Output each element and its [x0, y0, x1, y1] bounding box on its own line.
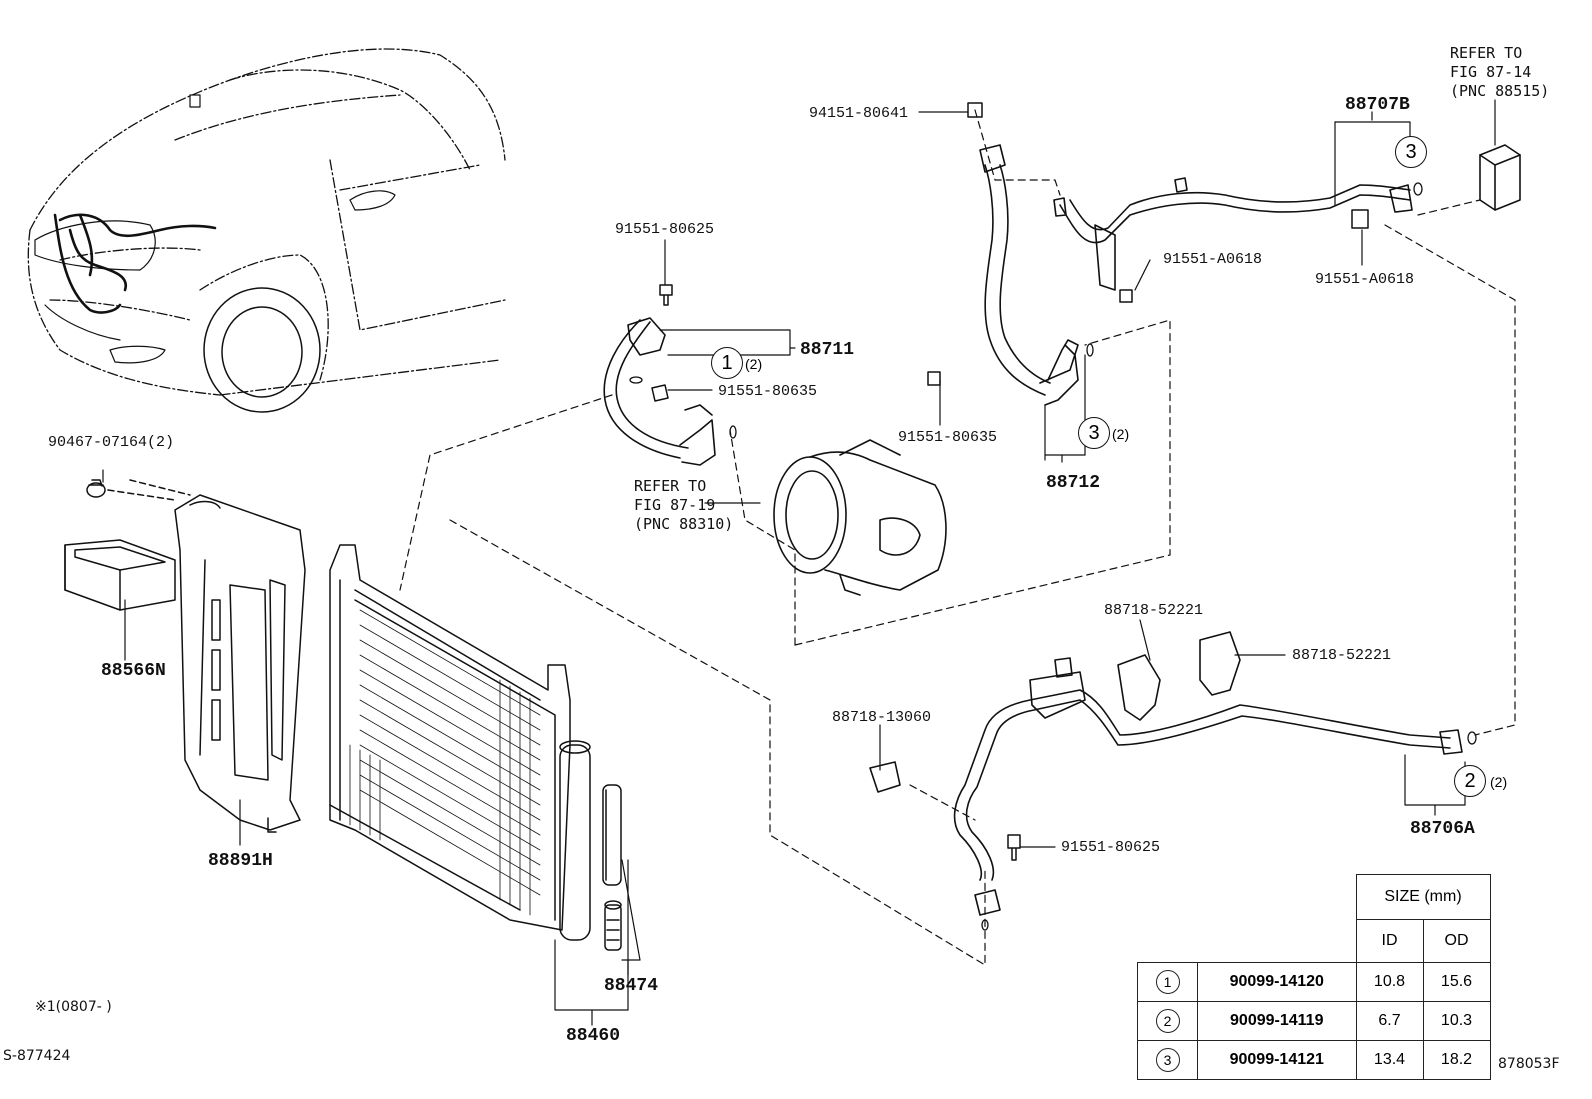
label-88891H: 88891H — [208, 851, 273, 871]
part-cell: 90099-14120 — [1197, 962, 1357, 1002]
label-88707B: 88707B — [1345, 95, 1410, 115]
sheet-id: S-877424 — [3, 1048, 71, 1064]
od-cell: 10.3 — [1422, 1001, 1491, 1041]
refer-line: REFER TO — [634, 477, 707, 495]
refer-line: (PNC 88515) — [1450, 82, 1550, 100]
label-88712: 88712 — [1046, 473, 1101, 493]
radiator-shroud-88891H — [174, 494, 306, 833]
ring-number: 1 — [1155, 970, 1180, 994]
table-row: 1 90099-14120 10.8 15.6 — [1137, 962, 1491, 1002]
filter-88474 — [602, 784, 622, 951]
pipe-88706A — [869, 631, 1463, 916]
callout-ring-3: 3 — [1078, 417, 1110, 449]
o-rings — [629, 182, 1477, 931]
label-88706A: 88706A — [1410, 819, 1475, 839]
label-91551-80625-top: 91551-80625 — [615, 221, 715, 238]
vehicle-outline — [27, 48, 506, 396]
table-row: 3 90099-14121 13.4 18.2 — [1137, 1040, 1491, 1080]
label-91551-80635-left: 91551-80635 — [718, 383, 818, 400]
refer-line: FIG 87-19 — [634, 496, 716, 514]
ring-cell: 2 — [1137, 1001, 1198, 1041]
table-blank — [1197, 919, 1356, 963]
refer-line: FIG 87-14 — [1450, 63, 1532, 81]
ring-number: 2 — [1155, 1009, 1180, 1033]
ring-cell: 3 — [1137, 1040, 1198, 1080]
o-ring-size-table: SIZE (mm) ID OD 1 90099-14120 10.8 15.6 … — [1137, 874, 1491, 1080]
callout-ring-2: 2 — [1454, 765, 1486, 797]
condenser-core-mesh — [339, 609, 541, 916]
label-91551-80625-bottom: 91551-80625 — [1061, 839, 1161, 856]
expansion-valve — [1479, 144, 1521, 211]
label-91551-A0618-a: 91551-A0618 — [1163, 251, 1263, 268]
col-od: OD — [1422, 919, 1491, 963]
callout-ring-1-qty: (2) — [745, 356, 763, 372]
label-88711: 88711 — [800, 340, 855, 360]
id-cell: 10.8 — [1355, 962, 1424, 1002]
refer-line: REFER TO — [1450, 44, 1523, 62]
compressor — [773, 439, 947, 596]
refer-fig-87-14: REFER TO FIG 87-14 (PNC 88515) — [1450, 44, 1549, 101]
dashed-relations — [399, 109, 1516, 966]
label-91551-A0618-b: 91551-A0618 — [1315, 271, 1415, 288]
table-row: 2 90099-14119 6.7 10.3 — [1137, 1001, 1491, 1041]
hose-88711 — [603, 317, 716, 466]
id-cell: 6.7 — [1355, 1001, 1424, 1041]
bolts — [651, 102, 1369, 861]
figure-id: 878053F — [1498, 1056, 1560, 1072]
ring-number: 3 — [1155, 1048, 1180, 1072]
callout-ring-1: 1 — [711, 347, 743, 379]
part-cell: 90099-14121 — [1197, 1040, 1357, 1080]
refer-fig-87-19: REFER TO FIG 87-19 (PNC 88310) — [634, 477, 733, 534]
receiver-tank — [559, 740, 591, 941]
callout-ring-2-qty: (2) — [1490, 774, 1508, 790]
size-header: SIZE (mm) — [1355, 874, 1491, 920]
air-duct-88566N — [64, 539, 176, 611]
label-88718-52221-a: 88718-52221 — [1104, 602, 1204, 619]
callout-ring-3-qty: (2) — [1112, 426, 1130, 442]
hose-88712 — [979, 144, 1079, 406]
label-88474: 88474 — [604, 976, 659, 996]
label-90467-07164: 90467-07164(2) — [48, 434, 175, 451]
label-88566N: 88566N — [101, 661, 166, 681]
label-88460: 88460 — [566, 1026, 621, 1046]
pipe-88707B — [1053, 177, 1413, 291]
date-note: ※1(0807- ) — [35, 999, 112, 1015]
callout-ring-3-top: 3 — [1395, 136, 1427, 168]
leader-lines — [102, 99, 1496, 1026]
refer-line: (PNC 88310) — [634, 515, 734, 533]
wiring-harness — [53, 213, 217, 314]
col-id: ID — [1355, 919, 1424, 963]
vehicle-wheel — [203, 287, 321, 413]
table-blank — [1138, 920, 1198, 963]
label-88718-52221-b: 88718-52221 — [1292, 647, 1392, 664]
table-blank — [1198, 875, 1357, 920]
label-88718-13060: 88718-13060 — [832, 709, 932, 726]
id-cell: 13.4 — [1355, 1040, 1424, 1080]
label-94151-80641: 94151-80641 — [809, 105, 909, 122]
clip-90467 — [86, 479, 191, 501]
table-blank — [1138, 875, 1198, 920]
od-cell: 15.6 — [1422, 962, 1491, 1002]
od-cell: 18.2 — [1422, 1040, 1491, 1080]
vehicle-front-details — [34, 94, 396, 364]
ring-cell: 1 — [1137, 962, 1198, 1002]
part-cell: 90099-14119 — [1197, 1001, 1357, 1041]
label-91551-80635-right: 91551-80635 — [898, 429, 998, 446]
